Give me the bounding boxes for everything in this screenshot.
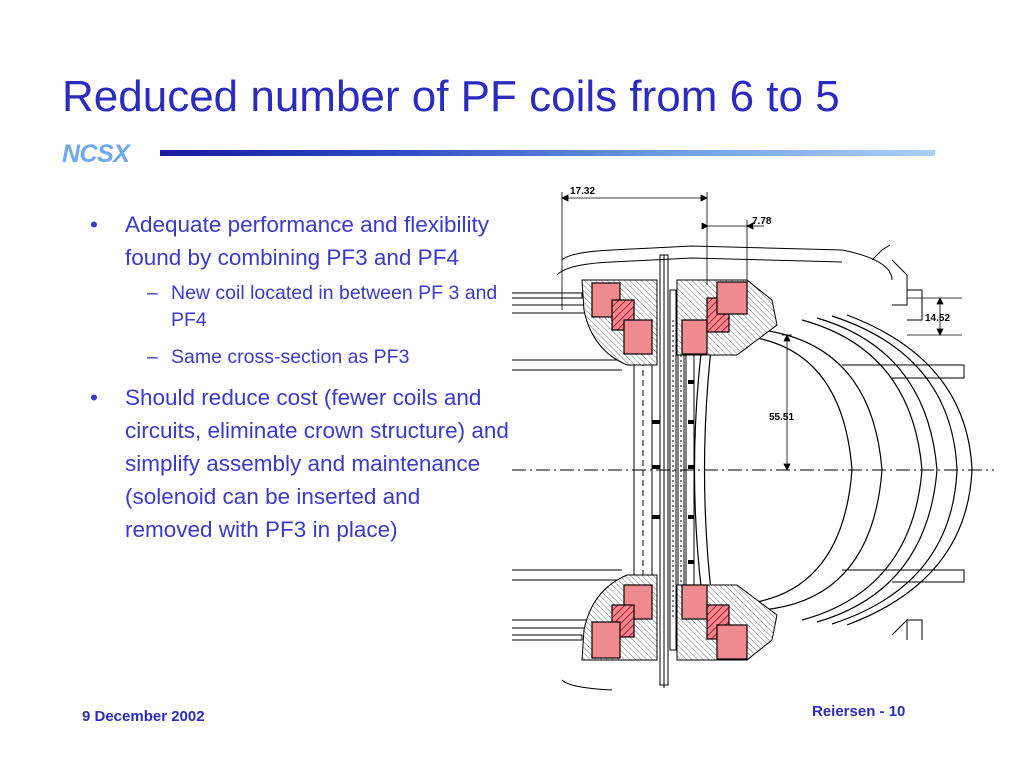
footer-date: 9 December 2002 — [82, 708, 205, 725]
title-rule — [160, 150, 935, 156]
sub-bullet-item: New coil located in between PF 3 and PF4 — [125, 280, 510, 334]
sub-bullet-item: Same cross-section as PF3 — [125, 344, 510, 371]
bullet-list: Adequate performance and flexibility fou… — [90, 208, 510, 554]
solenoid-segments — [652, 380, 694, 564]
upper-pf-coils — [591, 281, 748, 355]
dimension-label: 55.51 — [769, 412, 794, 423]
lower-pf-coils — [591, 584, 748, 660]
bullet-text: Should reduce cost (fewer coils and circ… — [125, 385, 509, 542]
dimension-lines — [561, 192, 962, 471]
slide-title: Reduced number of PF coils from 6 to 5 — [62, 72, 840, 121]
coil-cross-section-diagram: 17.32 7.78 14.52 55.51 — [512, 186, 994, 691]
dimension-label: 7.78 — [752, 216, 772, 227]
dimension-label: 17.32 — [570, 186, 595, 197]
dimension-label: 14.52 — [925, 313, 950, 324]
bullet-item: Should reduce cost (fewer coils and circ… — [90, 381, 510, 546]
sub-bullet-list: New coil located in between PF 3 and PF4… — [125, 280, 510, 371]
footer-author-page: Reiersen - 10 — [812, 703, 906, 720]
brand-logo: NCSX — [62, 140, 130, 168]
bullet-item: Adequate performance and flexibility fou… — [90, 208, 510, 371]
bullet-text: Adequate performance and flexibility fou… — [125, 212, 489, 270]
support-structure — [512, 244, 965, 691]
